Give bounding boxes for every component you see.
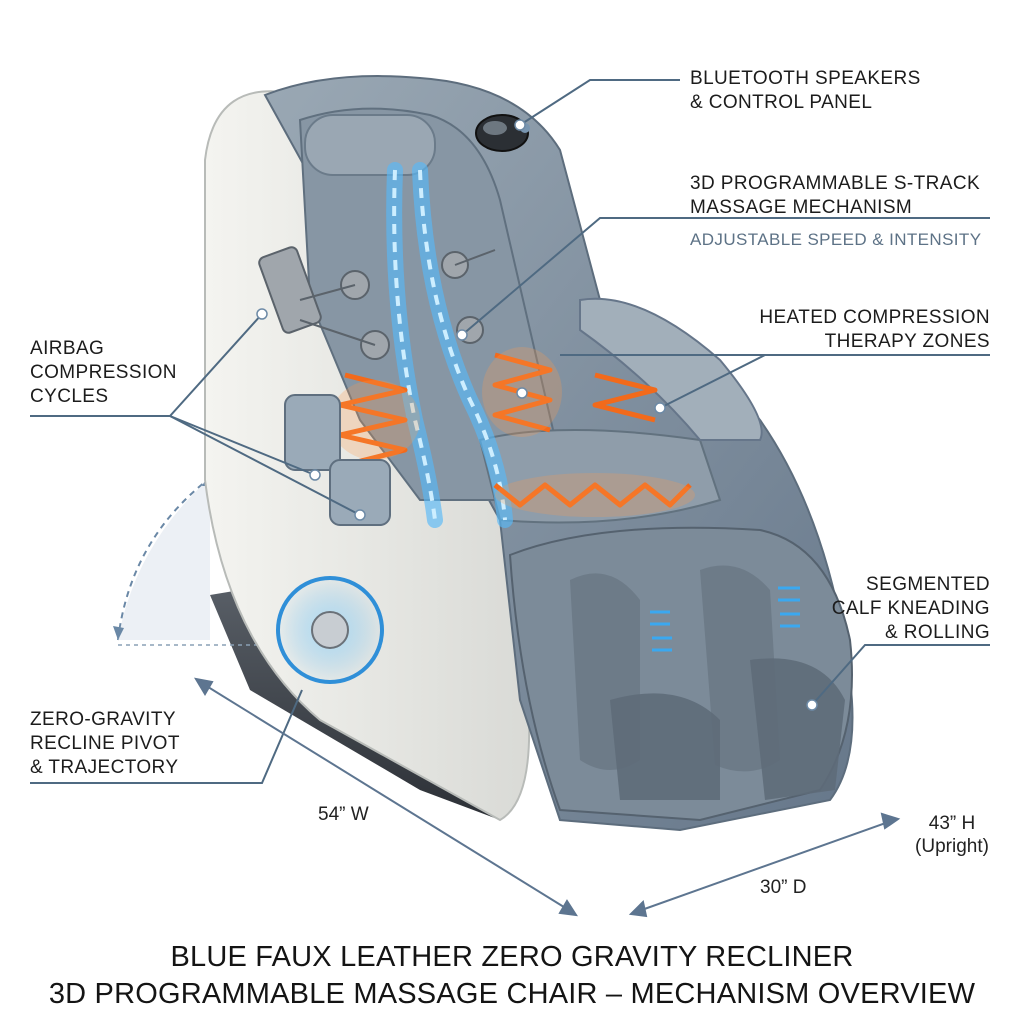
s-track-left: [386, 162, 443, 528]
heat-zone-armrest: [592, 372, 658, 423]
arc-arrow-bottom: [113, 626, 124, 640]
callout-zero-gravity: ZERO-GRAVITY RECLINE PIVOT & TRAJECTORY: [30, 709, 180, 778]
callout-heated: HEATED COMPRESSION THERAPY ZONES: [759, 307, 990, 352]
heat-zone-back-left: [337, 372, 408, 468]
dimension-width-arrow: [193, 677, 578, 917]
calf-arrows: [650, 586, 800, 652]
callout-bluetooth: BLUETOOTH SPEAKERS & CONTROL PANEL: [690, 68, 921, 113]
dimension-width-label: 54” W: [318, 804, 369, 825]
dimension-height-note: (Upright): [915, 836, 989, 857]
callout-strack: 3D PROGRAMMABLE S-TRACK MASSAGE MECHANIS…: [690, 173, 981, 218]
dimension-depth-arrow: [628, 812, 901, 918]
callout-strack-sub: ADJUSTABLE SPEED & INTENSITY: [690, 230, 982, 249]
title-line-2: 3D PROGRAMMABLE MASSAGE CHAIR – MECHANIS…: [48, 978, 976, 1010]
leader-lines: [30, 79, 990, 784]
leader-dots: [256, 119, 818, 711]
heat-zone-seat: [493, 482, 692, 508]
pivot-ring: [276, 576, 384, 684]
headrest: [304, 114, 436, 176]
title-line-1: BLUE FAUX LEATHER ZERO GRAVITY RECLINER: [170, 941, 854, 973]
dimension-height-label: 43” H (Upright): [912, 812, 992, 858]
dimension-depth-label: 30” D: [760, 877, 807, 898]
callout-calf: SEGMENTED CALF KNEADING & ROLLING: [831, 574, 990, 643]
armrest: [579, 297, 763, 441]
recline-trajectory-arc: [117, 477, 211, 641]
airbag-lower: [329, 459, 391, 526]
foot-well-left: [610, 693, 720, 800]
airbag-upper: [284, 394, 341, 471]
callout-airbag: AIRBAG COMPRESSION CYCLES: [30, 338, 177, 407]
